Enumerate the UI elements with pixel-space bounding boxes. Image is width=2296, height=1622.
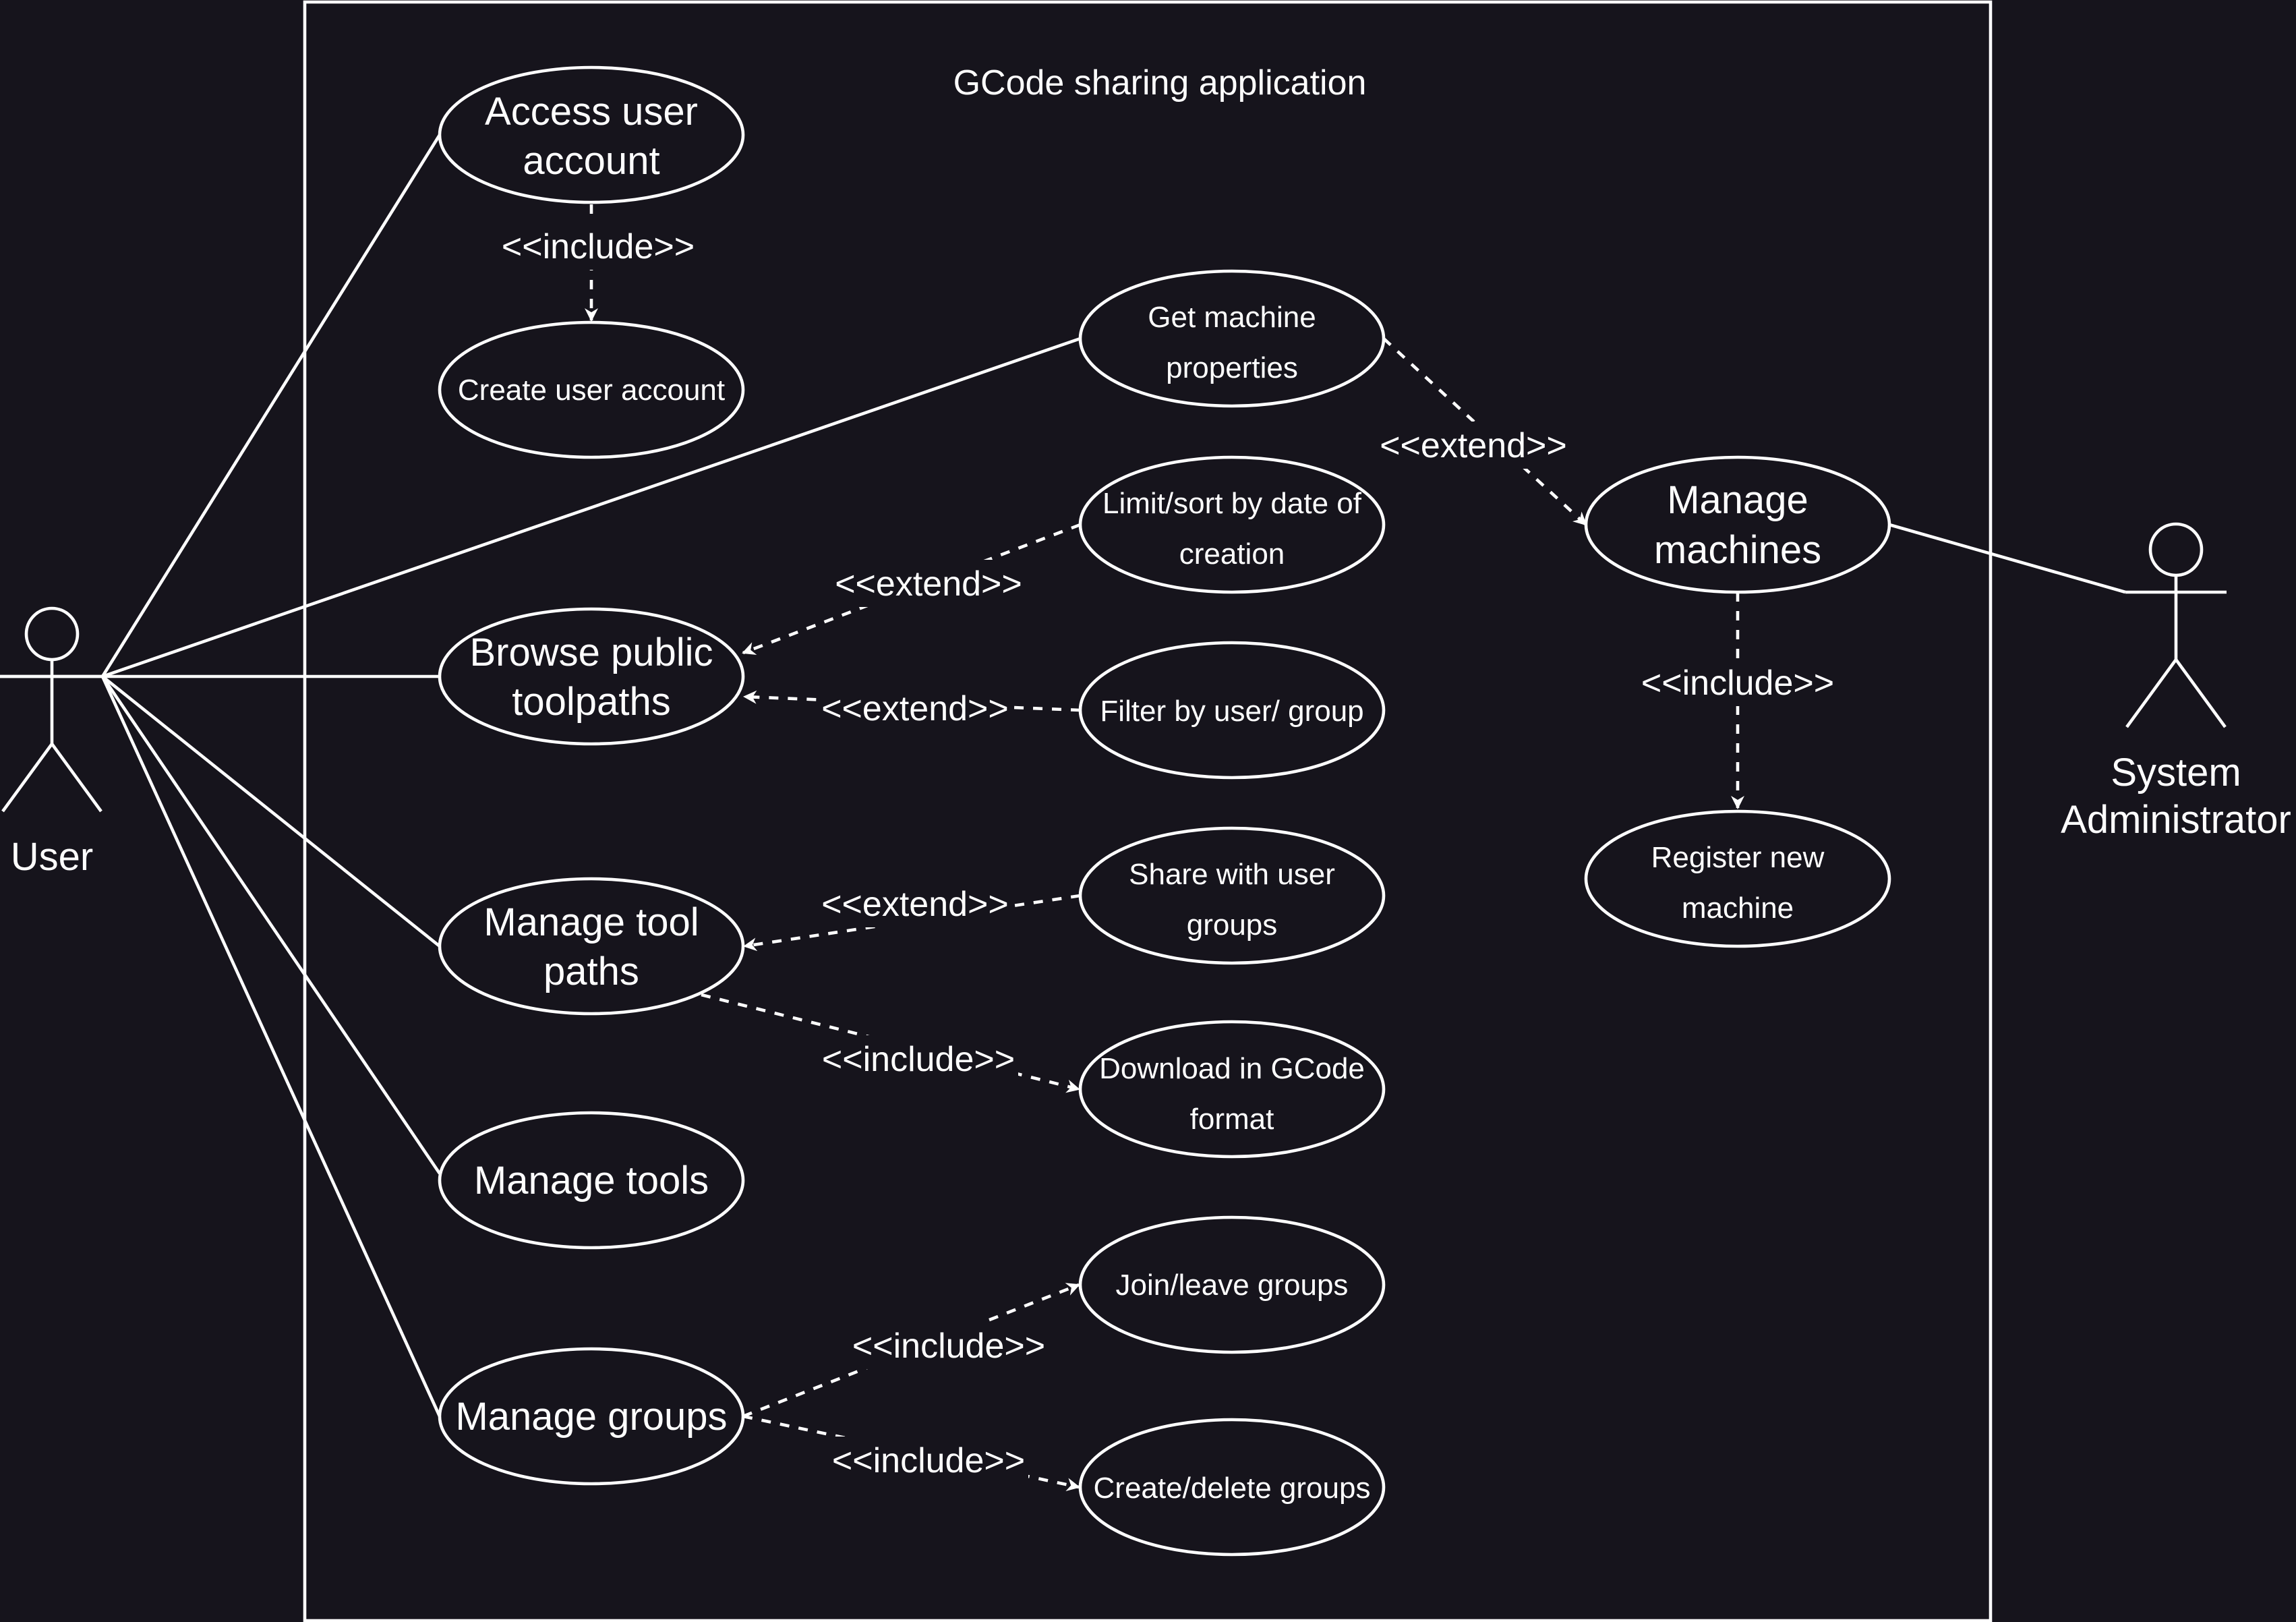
use-case-get-machine-properties[interactable]: Get machine properties — [1078, 269, 1386, 408]
use-case-label: Download in GCode — [1099, 1052, 1365, 1085]
use-case-label: toolpaths — [512, 680, 670, 724]
actor-admin-label-line1: System — [2111, 751, 2241, 794]
use-case-access-account[interactable]: Access user account — [438, 65, 745, 204]
actor-system-administrator[interactable]: System Administrator — [2061, 522, 2291, 842]
extend-limit-sort-line — [742, 523, 1081, 655]
use-case-label: Register new — [1651, 841, 1825, 874]
assoc-user-get-machine-props — [102, 337, 1081, 678]
use-case-join-leave-groups[interactable]: Join/leave groups — [1078, 1215, 1386, 1354]
use-case-label: Manage tool — [483, 900, 699, 944]
actor-admin-label-line2: Administrator — [2061, 798, 2291, 842]
actor-user-label: User — [11, 835, 93, 879]
use-case-label: creation — [1179, 538, 1285, 571]
assoc-user-manage-tools — [101, 675, 441, 1175]
assoc-user-access-account — [101, 134, 441, 678]
use-case-label: machine — [1682, 892, 1794, 925]
actor-user[interactable]: User — [0, 606, 102, 879]
stick-figure-icon — [2125, 522, 2227, 728]
use-case-manage-toolpaths[interactable]: Manage tool paths — [438, 877, 745, 1016]
use-case-label: Filter by user/ group — [1100, 695, 1363, 728]
label-extend-share: <<extend>> — [821, 885, 1009, 924]
use-case-label: Manage tools — [474, 1159, 709, 1203]
system-boundary — [303, 0, 1993, 1622]
use-case-label: Manage — [1667, 478, 1808, 522]
use-case-label: account — [523, 139, 659, 183]
assoc-user-manage-toolpaths — [101, 675, 441, 948]
use-case-label: groups — [1187, 908, 1278, 942]
use-case-label: Get machine — [1148, 301, 1316, 334]
label-include-download: <<include>> — [822, 1040, 1015, 1079]
relation-labels: <<include>> <<extend>> <<extend>> <<exte… — [496, 223, 1841, 1484]
assoc-user-manage-groups — [100, 676, 442, 1417]
use-case-label: machines — [1654, 528, 1821, 572]
use-case-create-delete-groups[interactable]: Create/delete groups — [1078, 1418, 1386, 1557]
use-case-label: Limit/sort by date of — [1102, 487, 1362, 520]
assoc-admin-manage-machines — [1889, 523, 2126, 594]
use-case-label: Join/leave groups — [1116, 1269, 1349, 1302]
use-case-download-gcode[interactable]: Download in GCode format — [1078, 1020, 1386, 1159]
use-case-manage-tools[interactable]: Manage tools — [438, 1111, 745, 1250]
use-case-label: properties — [1166, 351, 1298, 384]
use-case-label: paths — [543, 950, 639, 993]
user-associations — [0, 134, 1081, 1417]
use-case-label: format — [1190, 1103, 1274, 1136]
use-case-share-groups[interactable]: Share with user groups — [1078, 826, 1386, 965]
label-extend-machine-props: <<extend>> — [1380, 426, 1567, 465]
include-join-leave-line — [742, 1283, 1080, 1418]
label-include-join-leave: <<include>> — [852, 1327, 1045, 1366]
use-case-label: Share with user — [1129, 858, 1335, 891]
use-case-manage-groups[interactable]: Manage groups — [438, 1347, 745, 1486]
use-case-label: Create user account — [458, 374, 725, 407]
label-include-create-account: <<include>> — [502, 227, 695, 266]
stick-figure-icon — [0, 606, 102, 813]
use-case-browse-toolpaths[interactable]: Browse public toolpaths — [438, 607, 745, 746]
use-case-label: Access user — [485, 90, 698, 134]
use-case-create-account[interactable]: Create user account — [438, 320, 745, 459]
use-case-register-machine[interactable]: Register new machine — [1584, 809, 1891, 948]
label-extend-limit-sort: <<extend>> — [835, 564, 1022, 604]
use-case-limit-sort[interactable]: Limit/sort by date of creation — [1078, 455, 1386, 594]
use-case-label: Manage groups — [455, 1395, 727, 1439]
label-include-register: <<include>> — [1641, 664, 1834, 703]
use-case-label: Browse public — [469, 631, 713, 674]
use-case-manage-machines[interactable]: Manage machines — [1584, 455, 1891, 594]
system-title: GCode sharing application — [953, 63, 1367, 103]
label-include-create-delete: <<include>> — [832, 1441, 1025, 1480]
label-extend-filter: <<extend>> — [821, 689, 1009, 728]
use-case-label: Create/delete groups — [1094, 1472, 1371, 1505]
use-case-filter-user-group[interactable]: Filter by user/ group — [1078, 641, 1386, 780]
